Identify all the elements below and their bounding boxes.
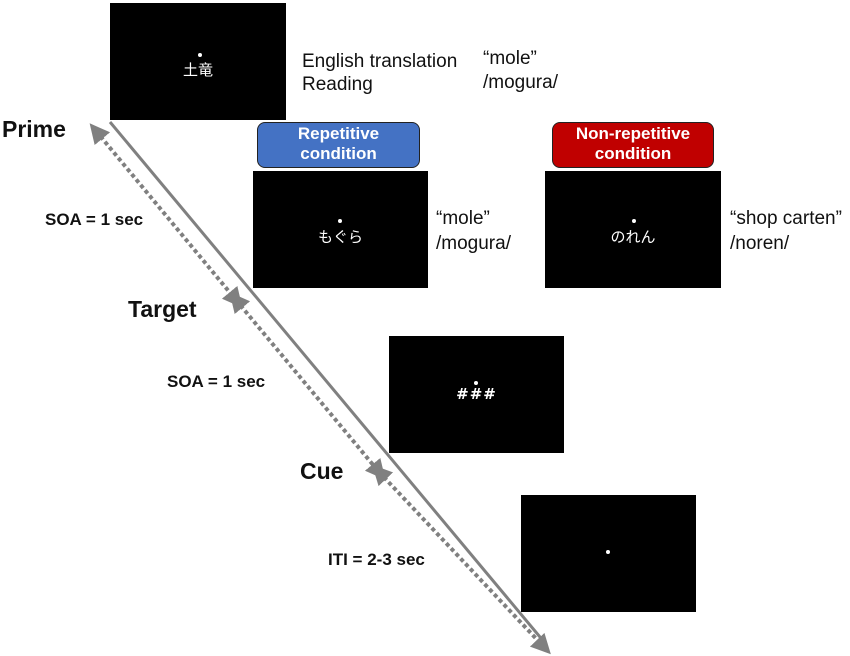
repetitive-label-line2: condition — [300, 144, 377, 163]
target-label: Target — [128, 296, 197, 322]
non-repetitive-stimulus: のれん — [610, 228, 656, 246]
iti-arrow — [372, 464, 551, 655]
non-repetitive-target-screen: のれん — [545, 171, 721, 288]
non-repetitive-label-line1: Non-repetitive — [575, 124, 691, 143]
reading-label: Reading — [302, 74, 373, 95]
prime-label: Prime — [2, 116, 66, 142]
iti-label: ITI = 2-3 sec — [328, 550, 425, 569]
soa-prime-target-label: SOA = 1 sec — [45, 210, 144, 229]
iti-fixation-dot — [606, 550, 610, 554]
soa-target-cue-label: SOA = 1 sec — [167, 372, 266, 391]
prime-translation: “mole” — [483, 48, 537, 69]
cue-fixation-dot — [474, 381, 478, 385]
iti-screen — [521, 495, 696, 612]
repetitive-label-line1: Repetitive — [297, 124, 380, 143]
translation-label: English translation — [302, 51, 458, 72]
repetitive-fixation-dot — [338, 219, 342, 223]
repetitive-target-screen: もぐら — [253, 171, 428, 288]
prime-stimulus: 土竜 — [182, 61, 213, 79]
repetitive-condition-badge: Repetitive condition — [257, 122, 420, 168]
prime-fixation-dot — [198, 53, 202, 57]
soa-prime-target-arrow — [89, 123, 243, 308]
cue-stimulus: ### — [456, 385, 497, 403]
repetitive-stimulus: もぐら — [317, 228, 363, 246]
cue-screen: ### — [389, 336, 564, 453]
prime-reading: /mogura/ — [483, 72, 558, 93]
non-repetitive-translation: “shop carten” — [730, 208, 842, 229]
non-repetitive-reading: /noren/ — [730, 233, 790, 254]
non-repetitive-fixation-dot — [632, 219, 636, 223]
prime-screen: 土竜 — [110, 3, 286, 120]
repetitive-reading: /mogura/ — [436, 233, 511, 254]
repetitive-translation: “mole” — [436, 208, 490, 229]
soa-target-cue-arrow — [229, 292, 386, 480]
non-repetitive-label-line2: condition — [594, 144, 672, 163]
non-repetitive-condition-badge: Non-repetitive condition — [552, 122, 714, 168]
cue-label: Cue — [300, 458, 344, 484]
